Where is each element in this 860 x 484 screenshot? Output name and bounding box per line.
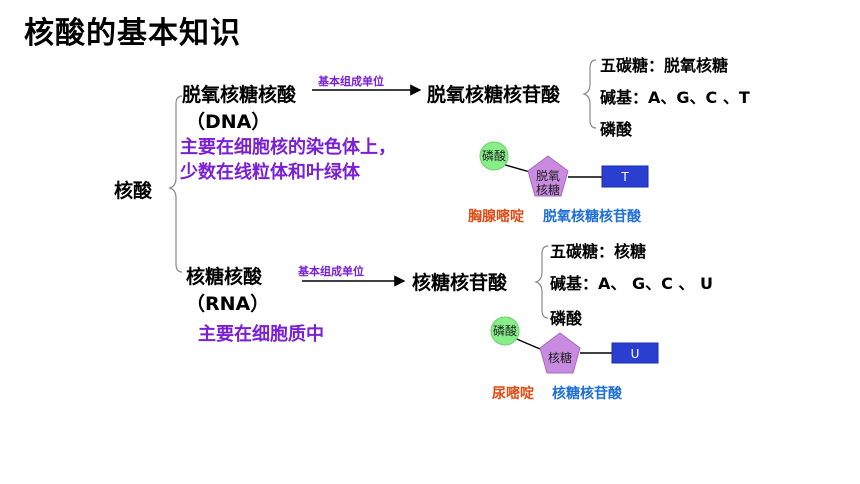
page-title: 核酸的基本知识: [24, 16, 241, 51]
rna-phosphate-circle: [490, 316, 520, 346]
dna-sugar-label-line2: 核糖: [536, 182, 560, 197]
dna-component-phosphate: 磷酸: [600, 120, 633, 139]
dna-component-sugar: 五碳糖：脱氧核糖: [600, 56, 729, 75]
dna-base-label: T: [620, 170, 629, 184]
dna-base-name: 胸腺嘧啶: [468, 209, 524, 225]
dna-nucleotide-name: 脱氧核糖核苷酸: [543, 209, 641, 225]
dna-sugar-pentagon: [527, 155, 569, 197]
rna-base-name: 尿嘧啶: [492, 386, 534, 402]
rna-name: 核糖核酸: [186, 266, 263, 288]
rna-unit: 核糖核苷酸: [412, 272, 508, 294]
rna-component-phosphate: 磷酸: [550, 309, 583, 328]
dna-phosphate-circle: [479, 141, 509, 171]
rna-base-rect: [611, 342, 659, 364]
root-label: 核酸: [114, 180, 153, 202]
dna-location-line1: 主要在细胞核的染色体上，: [180, 137, 396, 158]
rna-nucleotide-name: 核糖核苷酸: [552, 386, 622, 402]
rna-location: 主要在细胞质中: [198, 324, 324, 345]
rna-components-brace: [534, 245, 549, 319]
rna-phosphate-label: 磷酸: [493, 323, 517, 338]
dna-sugar-label-line1: 脱氧: [536, 168, 560, 183]
dna-abbr: （DNA）: [186, 111, 271, 133]
rna-abbr: （RNA）: [186, 293, 270, 315]
rna-sugar-label: 核糖: [548, 350, 572, 365]
root-brace: [168, 95, 183, 273]
dna-unit-label: 基本组成单位: [318, 75, 384, 88]
rna-component-bases: 碱基：A、 G、C 、 U: [550, 274, 713, 293]
rna-unit-label: 基本组成单位: [298, 265, 364, 278]
dna-location-line2: 少数在线粒体和叶绿体: [180, 162, 360, 183]
rna-base-label: U: [631, 347, 640, 361]
dna-base-rect: [601, 165, 649, 188]
dna-name: 脱氧核糖核酸: [182, 84, 297, 106]
rna-sugar-pentagon: [539, 332, 581, 374]
dna-component-bases: 碱基：A、G、C 、T: [600, 88, 750, 107]
dna-components-brace: [582, 59, 597, 129]
rna-component-sugar: 五碳糖：核糖: [550, 242, 647, 261]
dna-unit: 脱氧核糖核苷酸: [427, 84, 561, 106]
dna-phosphate-label: 磷酸: [482, 148, 506, 163]
